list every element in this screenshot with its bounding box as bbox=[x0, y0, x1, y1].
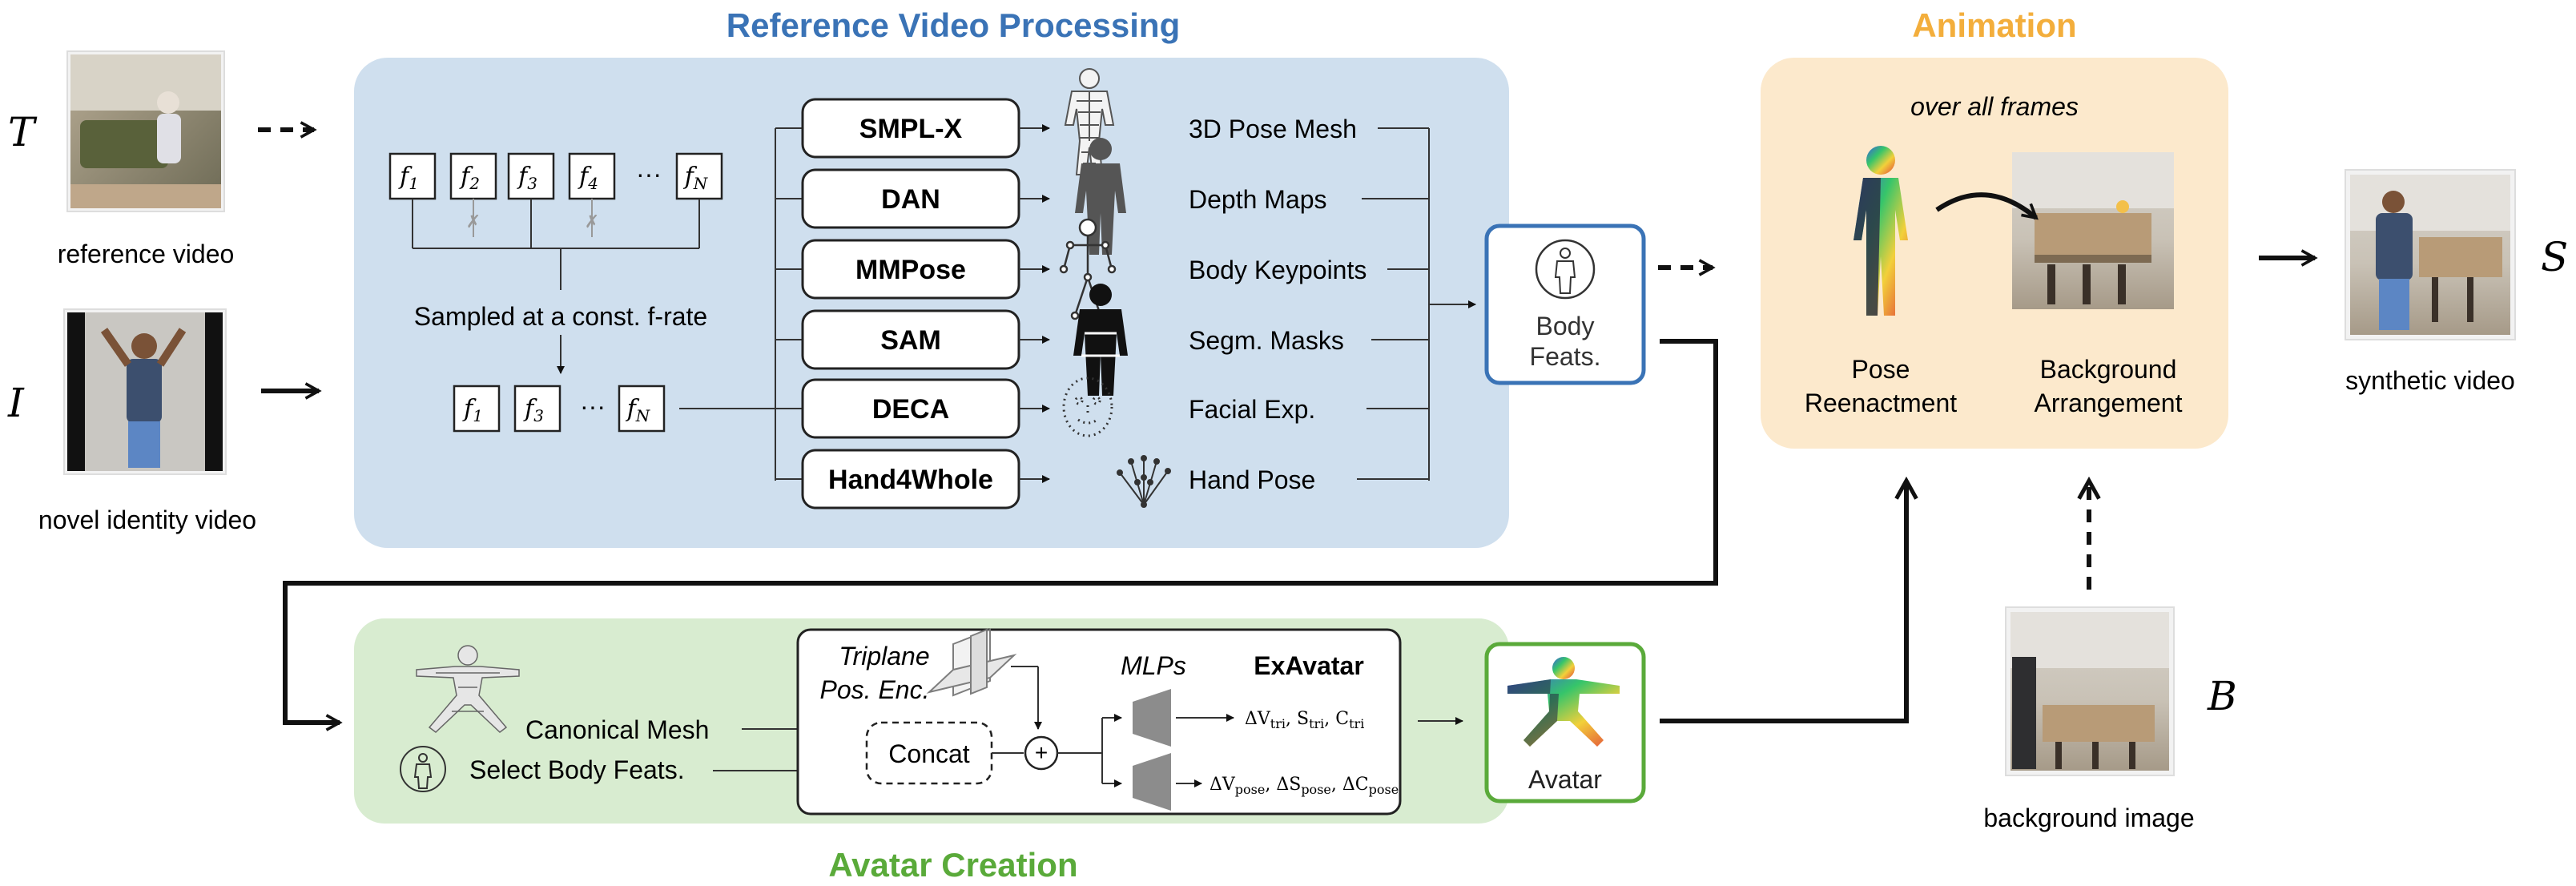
triplane-label-1: Triplane bbox=[839, 642, 929, 671]
mask-silhouette-icon bbox=[1073, 284, 1128, 396]
model-name-mmpose: MMPose bbox=[855, 255, 966, 285]
avatar-box: Avatar bbox=[1484, 642, 1646, 803]
pose-outputs-label: ΔVpose, ΔSpose, ΔCpose bbox=[1210, 775, 1399, 797]
exavatar-label: ExAvatar bbox=[1254, 651, 1364, 680]
model-box-dan: DAN bbox=[801, 168, 1020, 229]
model-name-deca: DECA bbox=[872, 394, 949, 425]
hand-keypoints-icon bbox=[1117, 455, 1171, 508]
sampling-tree bbox=[412, 199, 700, 374]
sampled-frame-N: fN bbox=[618, 385, 666, 433]
model-output-smpl-x: 3D Pose Mesh bbox=[1189, 115, 1357, 143]
body-icon-circle bbox=[1535, 239, 1596, 300]
body-feats-line1: Body bbox=[1536, 312, 1595, 340]
tri-outputs-label: ΔVtri, Stri, Ctri bbox=[1245, 709, 1364, 731]
frame-1-subscript: 1 bbox=[409, 174, 419, 193]
frames-ellipsis: ··· bbox=[636, 159, 662, 188]
skeleton-icon bbox=[1059, 218, 1117, 320]
sampled-ellipsis: ··· bbox=[580, 392, 606, 421]
model-box-deca: DECA bbox=[801, 378, 1020, 439]
plus-symbol: + bbox=[1035, 740, 1048, 765]
face-dots-icon bbox=[1062, 377, 1113, 437]
pose-to-background-arrow bbox=[1935, 192, 2036, 218]
background-image-thumbnail bbox=[2005, 606, 2175, 776]
model-output-hand4whole: Hand Pose bbox=[1189, 465, 1315, 494]
skip-mark-f4: ✗ bbox=[585, 211, 599, 232]
sampling-caption: Sampled at a const. f-rate bbox=[414, 302, 707, 331]
model-output-mmpose: Body Keypoints bbox=[1189, 256, 1366, 284]
frame-3-subscript: 3 bbox=[527, 174, 537, 193]
person-icon bbox=[1554, 248, 1576, 294]
mlp-tri-icon bbox=[1133, 689, 1171, 747]
canonical-mesh-label: Canonical Mesh bbox=[525, 715, 709, 744]
animation-title: Animation bbox=[1912, 6, 2076, 44]
sampled-frame-1-subscript: 1 bbox=[473, 406, 483, 425]
frame-N: fN bbox=[675, 152, 723, 200]
sampled-frame-1: f1 bbox=[453, 385, 501, 433]
mlps-label: MLPs bbox=[1121, 651, 1186, 680]
model-name-smpl-x: SMPL-X bbox=[859, 114, 963, 144]
select-body-feats-label: Select Body Feats. bbox=[469, 755, 685, 784]
frame-1: f1 bbox=[388, 152, 437, 200]
model-name-sam: SAM bbox=[880, 325, 941, 356]
model-box-hand4whole: Hand4Whole bbox=[801, 449, 1020, 509]
concat-label: Concat bbox=[888, 739, 970, 768]
synthetic-video-thumbnail bbox=[2345, 169, 2516, 340]
body-feats-line2: Feats. bbox=[1530, 342, 1601, 371]
sampled-frame-3-subscript: 3 bbox=[533, 406, 544, 425]
pose-label-2: Reenactment bbox=[1805, 389, 1957, 417]
sampled-frame-N-subscript: N bbox=[635, 406, 651, 425]
avatar-creation-title: Avatar Creation bbox=[828, 846, 1077, 884]
sampled-frame-3: f3 bbox=[513, 385, 561, 433]
model-output-sam: Segm. Masks bbox=[1189, 326, 1344, 355]
reference-processing-title: Reference Video Processing bbox=[727, 6, 1180, 44]
model-output-dan: Depth Maps bbox=[1189, 185, 1327, 214]
background-label-2: Arrangement bbox=[2035, 389, 2183, 417]
frame-N-subscript: N bbox=[693, 174, 709, 193]
pose-reenactment-figure bbox=[1854, 146, 1908, 316]
frame-4: f4 bbox=[568, 152, 616, 200]
reference-video-label: reference video bbox=[58, 240, 235, 268]
novel-identity-thumbnail bbox=[63, 308, 227, 475]
background-arrangement-image bbox=[2012, 152, 2174, 309]
avatar-label: Avatar bbox=[1528, 765, 1602, 794]
frame-2-subscript: 2 bbox=[469, 174, 480, 193]
background-label-1: Background bbox=[2040, 355, 2177, 384]
mlp-pose-icon bbox=[1133, 753, 1171, 811]
body-feats-box: Body Feats. bbox=[1484, 224, 1646, 385]
model-name-hand4whole: Hand4Whole bbox=[828, 465, 993, 495]
plus-to-mlps-branch bbox=[1057, 714, 1122, 787]
model-name-dan: DAN bbox=[881, 184, 940, 215]
symbol-I: I bbox=[7, 380, 25, 426]
model-box-smpl-x: SMPL-X bbox=[801, 98, 1020, 159]
depth-silhouette-icon bbox=[1075, 138, 1126, 255]
symbol-S: S bbox=[2541, 234, 2568, 280]
model-box-sam: SAM bbox=[801, 309, 1020, 370]
canonical-mesh-figure bbox=[416, 645, 520, 733]
symbol-B: B bbox=[2207, 673, 2237, 719]
model-output-deca: Facial Exp. bbox=[1189, 395, 1315, 424]
reference-video-thumbnail bbox=[66, 50, 225, 212]
novel-identity-label: novel identity video bbox=[38, 505, 256, 534]
animation-subtitle: over all frames bbox=[1910, 92, 2079, 121]
avatar-to-animation-connector bbox=[1660, 481, 1906, 723]
background-image-label: background image bbox=[1983, 803, 2194, 832]
model-box-mmpose: MMPose bbox=[801, 239, 1020, 300]
body-feats-to-avatar-connector bbox=[283, 339, 1718, 723]
frame-3: f3 bbox=[507, 152, 555, 200]
symbol-T: T bbox=[8, 109, 38, 155]
triplane-icon bbox=[926, 628, 1017, 697]
frame-4-subscript: 4 bbox=[587, 174, 598, 193]
triplane-label-2: Pos. Enc. bbox=[820, 675, 930, 704]
select-body-feats-icon bbox=[400, 746, 446, 792]
synthetic-video-label: synthetic video bbox=[2345, 366, 2515, 395]
collector-bracket bbox=[1428, 128, 1476, 481]
pose-label-1: Pose bbox=[1852, 355, 1910, 384]
frame-2: f2 bbox=[449, 152, 497, 200]
skip-mark-f2: ✗ bbox=[466, 211, 481, 232]
mesh-figure-icon bbox=[1064, 68, 1115, 175]
